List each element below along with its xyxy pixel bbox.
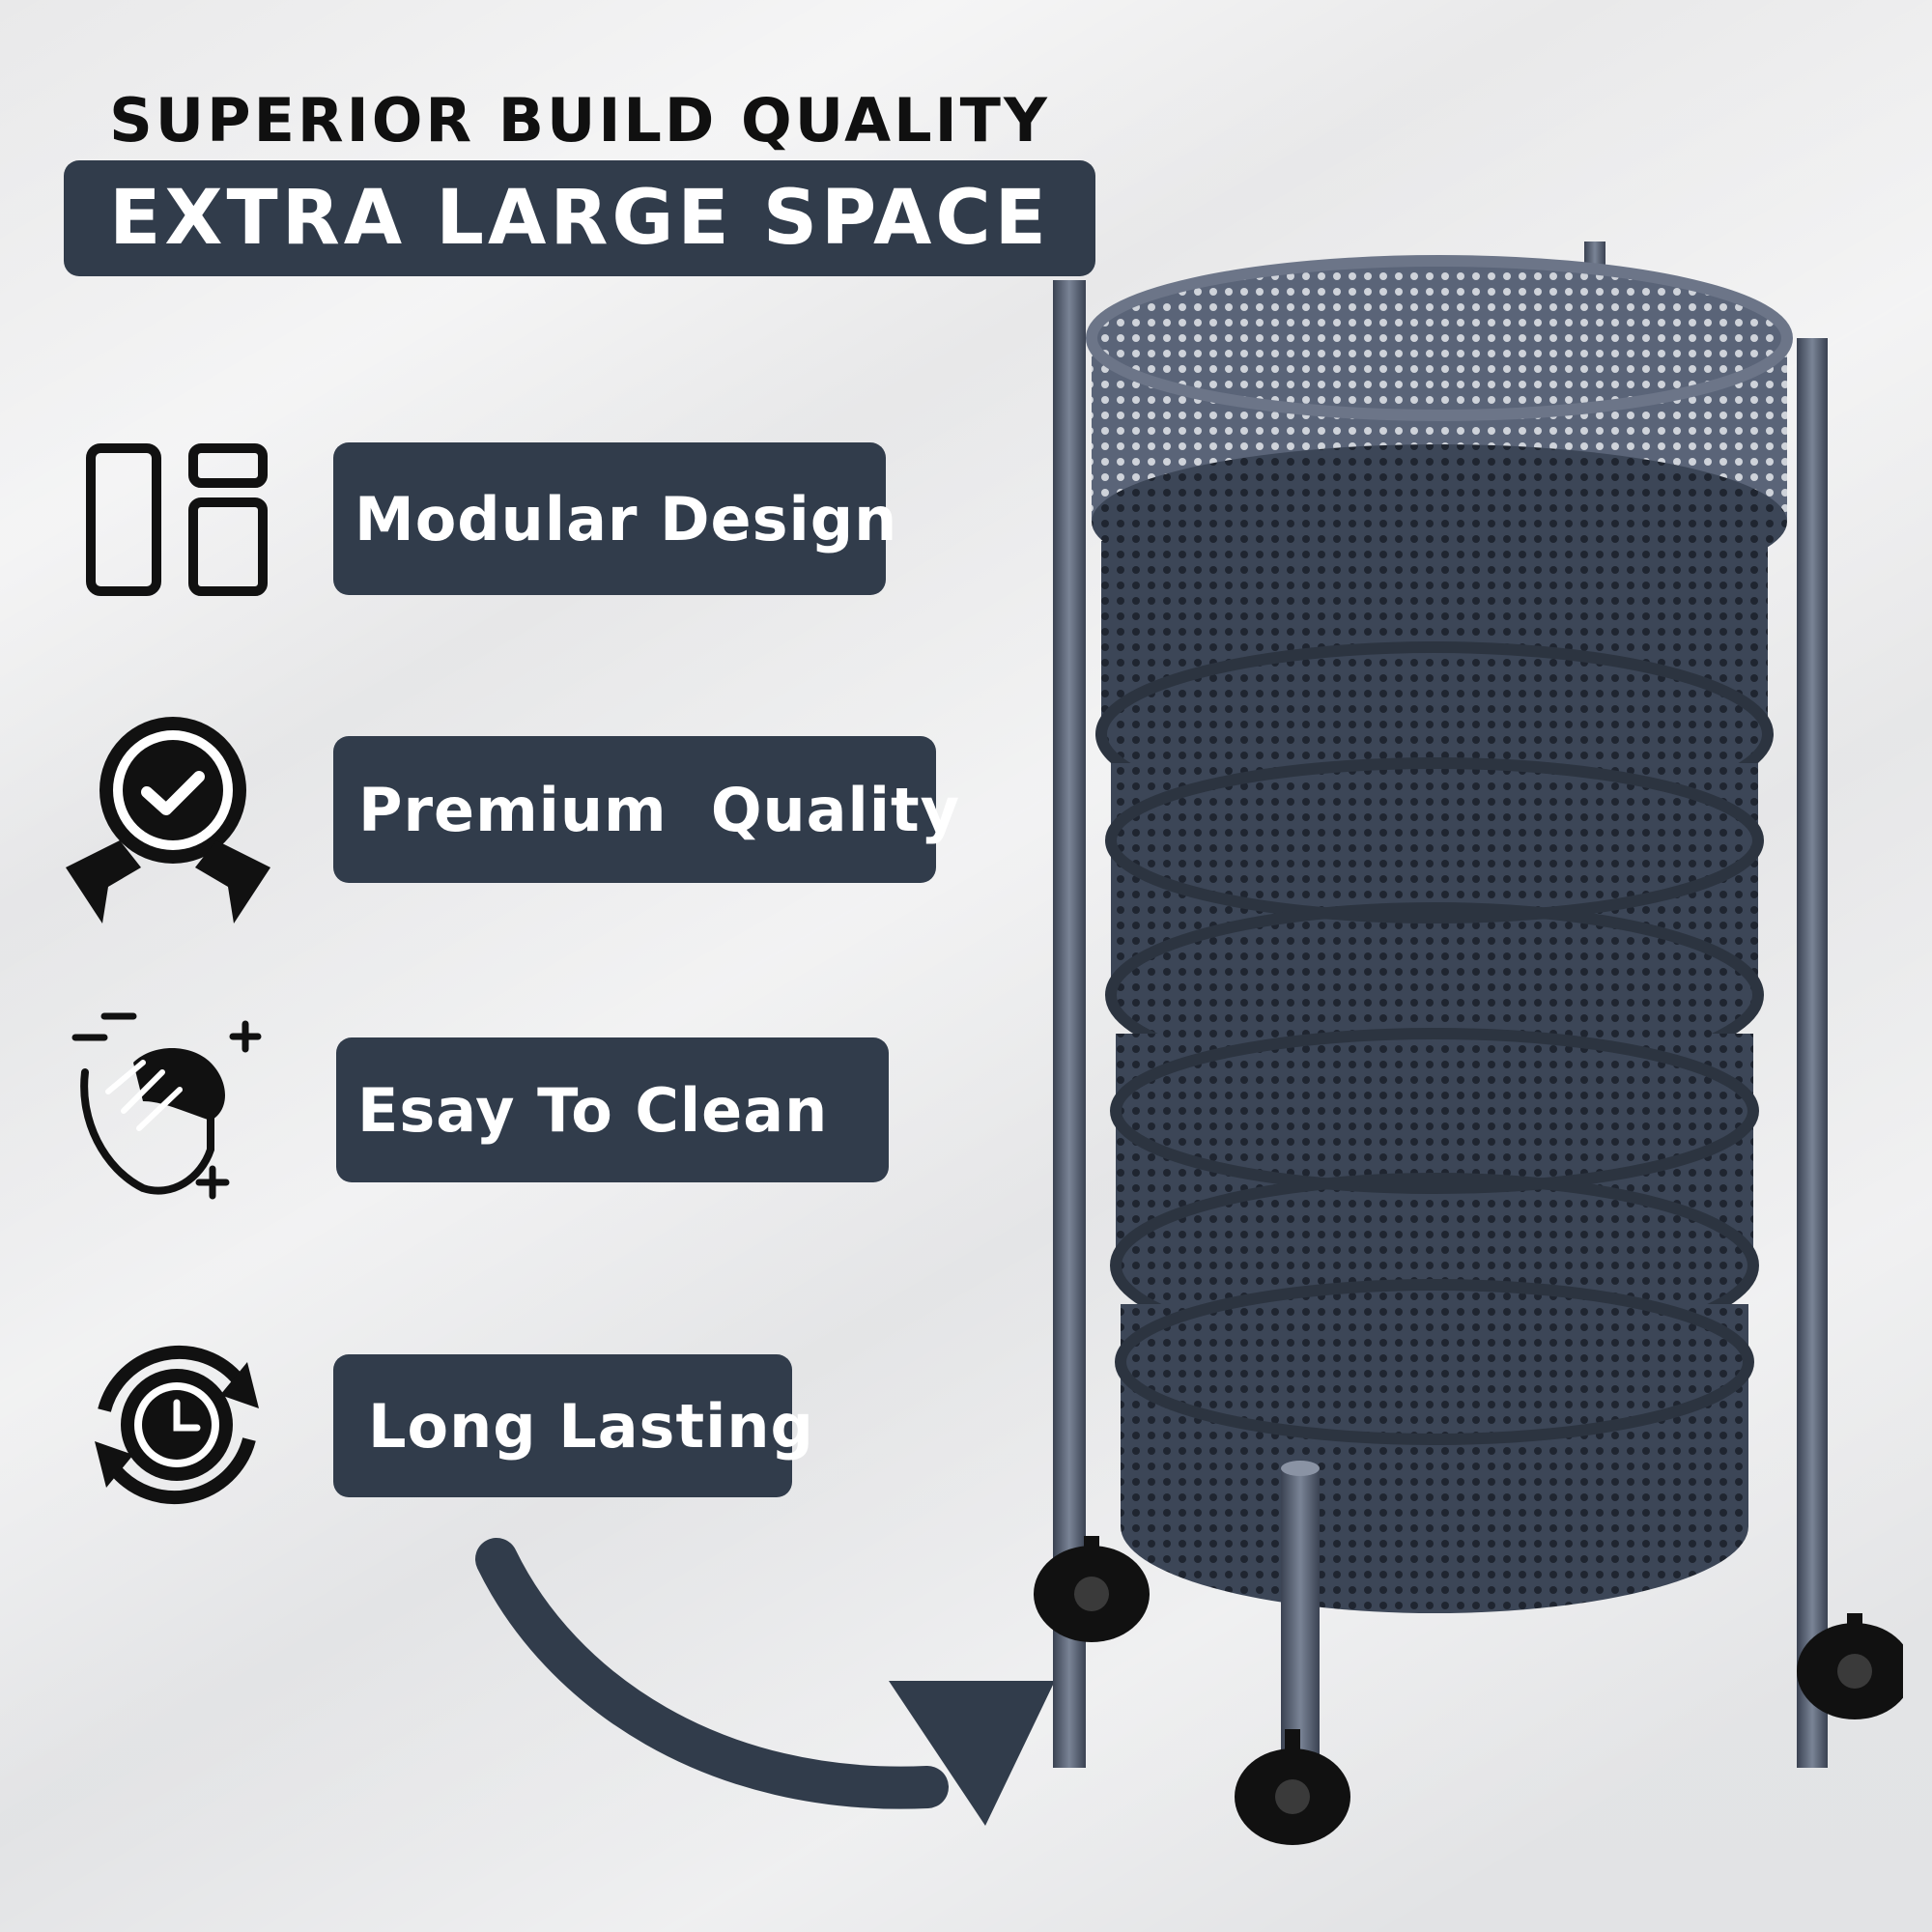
feature-label: Modular Design — [355, 483, 898, 554]
rotating-storage-trolley-image — [1034, 242, 1903, 1845]
modular-layout-icon — [86, 443, 268, 596]
clean-hands-icon — [71, 1012, 262, 1200]
clock-cycle-icon — [95, 1345, 259, 1505]
feature-label: Premium Quality — [358, 774, 961, 845]
feature-long-lasting: Long Lasting — [333, 1354, 813, 1497]
feature-easy-to-clean: Esay To Clean — [336, 1037, 889, 1182]
curved-arrow-icon — [475, 1538, 1055, 1826]
feature-modular-design: Modular Design — [333, 442, 896, 595]
tagline: SUPERIOR BUILD QUALITY — [109, 85, 1050, 156]
feature-premium-quality: Premium Quality — [333, 736, 959, 883]
headline-text: EXTRA LARGE SPACE — [109, 175, 1050, 262]
feature-label: Esay To Clean — [357, 1074, 829, 1146]
headline-banner: EXTRA LARGE SPACE — [64, 160, 1095, 276]
feature-label: Long Lasting — [368, 1390, 814, 1462]
quality-badge-icon — [66, 717, 270, 923]
